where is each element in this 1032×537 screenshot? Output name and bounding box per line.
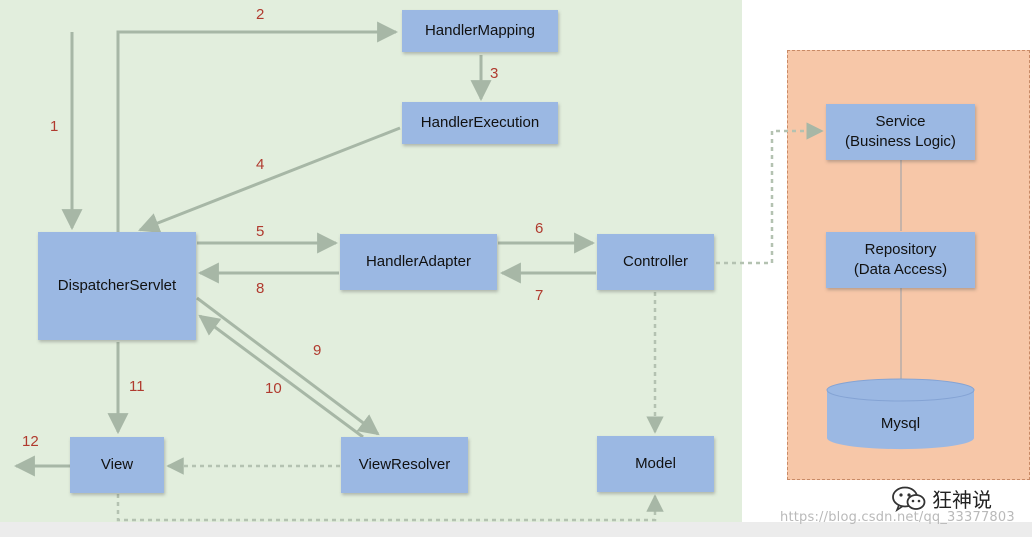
url-watermark: https://blog.csdn.net/qq_33377803 <box>780 510 1015 525</box>
node-service-title: Service <box>875 113 926 130</box>
database-cylinder-icon <box>826 378 975 450</box>
node-model-label: Model <box>635 455 676 472</box>
node-dispatcher-servlet-label: DispatcherServlet <box>57 277 177 294</box>
node-service-subtitle: (Business Logic) <box>845 133 956 150</box>
step-number-11: 11 <box>129 378 145 395</box>
node-dispatcher-servlet: DispatcherServlet <box>38 232 196 340</box>
node-handler-adapter: HandlerAdapter <box>340 234 497 290</box>
step-number-12: 12 <box>22 433 39 450</box>
node-repository-title: Repository <box>864 241 937 258</box>
brand-badge: 狂神说 <box>892 484 992 513</box>
node-view-resolver: ViewResolver <box>341 437 468 493</box>
node-handler-mapping: HandlerMapping <box>402 10 558 52</box>
step-number-6: 6 <box>535 220 544 237</box>
arrow-9-to-viewresolver <box>196 296 380 436</box>
step-number-1: 1 <box>50 118 59 135</box>
node-mysql-label: Mysql <box>880 414 921 432</box>
node-handler-execution: HandlerExecution <box>402 102 558 144</box>
dotted-view-model-link <box>116 494 664 522</box>
step-number-2: 2 <box>256 6 265 23</box>
step-number-10: 10 <box>265 380 282 397</box>
step-number-3: 3 <box>490 65 499 82</box>
node-mysql-database: Mysql <box>826 378 975 450</box>
node-repository-subtitle: (Data Access) <box>853 261 948 278</box>
node-controller-label: Controller <box>622 253 689 270</box>
node-view-label: View <box>100 456 134 473</box>
wechat-icon <box>892 486 926 512</box>
node-view-resolver-label: ViewResolver <box>358 456 451 473</box>
node-service: Service (Business Logic) <box>826 104 975 160</box>
brand-text: 狂神说 <box>932 488 992 512</box>
dotted-controller-to-service <box>716 122 824 265</box>
node-handler-adapter-label: HandlerAdapter <box>365 253 472 270</box>
step-number-9: 9 <box>313 342 322 359</box>
step-number-8: 8 <box>256 280 265 297</box>
bottom-strip <box>0 522 1032 537</box>
arrow-4-to-dispatcherservlet <box>138 126 401 233</box>
node-controller: Controller <box>597 234 714 290</box>
node-view: View <box>70 437 164 493</box>
node-repository: Repository (Data Access) <box>826 232 975 288</box>
node-handler-mapping-label: HandlerMapping <box>424 22 536 39</box>
step-number-5: 5 <box>256 223 265 240</box>
arrow-2-to-handlermapping <box>116 21 399 232</box>
arrow-10-to-dispatcherservlet <box>198 314 364 439</box>
node-model: Model <box>597 436 714 492</box>
node-handler-execution-label: HandlerExecution <box>420 114 540 131</box>
step-number-4: 4 <box>256 156 265 173</box>
step-number-7: 7 <box>535 287 544 304</box>
